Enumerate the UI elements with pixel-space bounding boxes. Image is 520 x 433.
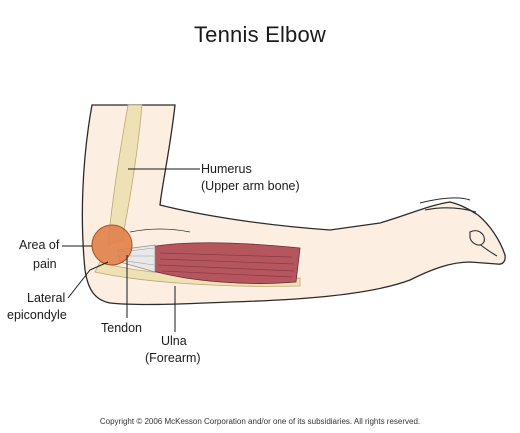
copyright-notice: Copyright © 2006 McKesson Corporation an… bbox=[99, 417, 421, 426]
label-forearm: (Forearm) bbox=[145, 351, 201, 365]
label-lateral: Lateral bbox=[27, 291, 66, 305]
label-humerus: Humerus bbox=[201, 162, 252, 176]
label-humerus-sub: (Upper arm bone) bbox=[201, 179, 300, 193]
label-epicondyle: epicondyle bbox=[7, 308, 67, 322]
label-area-of: Area of bbox=[19, 238, 60, 252]
muscle-fibers bbox=[157, 252, 295, 278]
label-ulna: Ulna bbox=[161, 334, 187, 348]
label-tendon: Tendon bbox=[101, 321, 143, 335]
label-pain: pain bbox=[33, 257, 57, 271]
thumb bbox=[469, 230, 485, 246]
diagram-title: Tennis Elbow bbox=[193, 22, 327, 47]
elbow-crease bbox=[129, 228, 191, 233]
pain-area bbox=[91, 224, 133, 266]
leader-lateral bbox=[67, 261, 109, 299]
forearm-muscle bbox=[149, 242, 301, 284]
